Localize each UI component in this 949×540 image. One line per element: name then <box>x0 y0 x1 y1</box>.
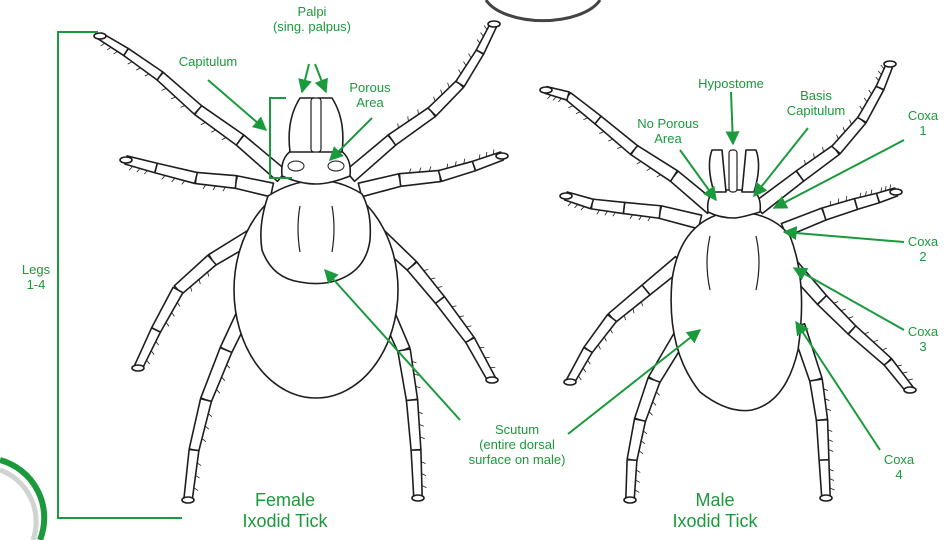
label-scutum-line1: Scutum <box>462 422 572 437</box>
label-coxa-4-line1: Coxa <box>876 452 922 467</box>
label-basis-capitulum: Basis Capitulum <box>776 88 856 118</box>
label-legs-line1: Legs <box>18 262 54 277</box>
label-porous-area: Porous Area <box>340 80 400 110</box>
male-title-line2: Ixodid Tick <box>660 511 770 532</box>
male-title-line1: Male <box>660 490 770 511</box>
label-coxa-3-line1: Coxa <box>900 324 946 339</box>
male-tick-drawing <box>540 61 916 503</box>
label-hypostome: Hypostome <box>686 76 776 91</box>
male-basis-capitulum <box>708 190 761 218</box>
label-capitulum: Capitulum <box>168 54 248 69</box>
label-basis-capitulum-line2: Capitulum <box>776 103 856 118</box>
female-leg-2-left <box>120 156 274 197</box>
male-palpus-left <box>709 150 726 192</box>
label-scutum: Scutum (entire dorsal surface on male) <box>462 422 572 467</box>
label-coxa-1-line2: 1 <box>900 123 946 138</box>
label-basis-capitulum-line1: Basis <box>776 88 856 103</box>
label-porous-area-line2: Area <box>340 95 400 110</box>
legs-bracket <box>58 32 182 518</box>
male-leg-2-right <box>781 184 902 236</box>
label-no-porous-area-line2: Area <box>628 131 708 146</box>
label-coxa-1-line1: Coxa <box>900 108 946 123</box>
label-legs-line2: 1-4 <box>18 277 54 292</box>
label-palpi: Palpi (sing. palpus) <box>262 4 362 34</box>
label-coxa-1: Coxa 1 <box>900 108 946 138</box>
male-title: Male Ixodid Tick <box>660 490 770 532</box>
male-palpus-right <box>742 150 759 192</box>
label-scutum-line2: (entire dorsal <box>462 437 572 452</box>
male-hypostome <box>729 150 737 192</box>
female-tick-drawing <box>94 21 508 503</box>
label-hypostome-line1: Hypostome <box>686 76 776 91</box>
male-leg-2-left <box>560 192 702 229</box>
label-coxa-3-line2: 3 <box>900 339 946 354</box>
label-coxa-2-line1: Coxa <box>900 234 946 249</box>
label-legs: Legs 1-4 <box>18 262 54 292</box>
female-palpus-left <box>289 98 314 152</box>
label-palpi-line1: Palpi <box>262 4 362 19</box>
label-scutum-line3: surface on male) <box>462 452 572 467</box>
label-coxa-2: Coxa 2 <box>900 234 946 264</box>
female-title-line1: Female <box>230 490 340 511</box>
label-coxa-3: Coxa 3 <box>900 324 946 354</box>
label-no-porous-area: No Porous Area <box>628 116 708 146</box>
label-coxa-2-line2: 2 <box>900 249 946 264</box>
male-body <box>671 212 801 411</box>
label-palpi-line2: (sing. palpus) <box>262 19 362 34</box>
label-no-porous-area-line1: No Porous <box>628 116 708 131</box>
female-title: Female Ixodid Tick <box>230 490 340 532</box>
female-title-line2: Ixodid Tick <box>230 511 340 532</box>
label-capitulum-line1: Capitulum <box>168 54 248 69</box>
label-porous-area-line1: Porous <box>340 80 400 95</box>
label-coxa-4: Coxa 4 <box>876 452 922 482</box>
label-coxa-4-line2: 4 <box>876 467 922 482</box>
corner-ring-top <box>486 0 600 21</box>
female-scutum <box>261 180 370 284</box>
